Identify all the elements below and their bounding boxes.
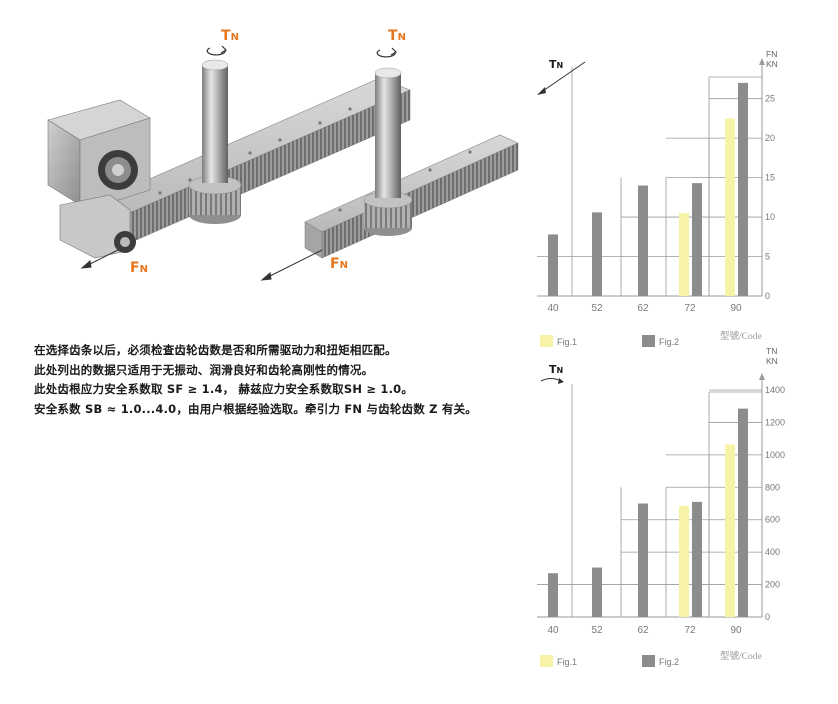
legend-swatch-fig2 — [642, 335, 655, 347]
bar-fig2-90 — [738, 408, 748, 617]
corner-torque-label: TN — [549, 363, 563, 376]
pinion-shaft-left — [188, 59, 242, 224]
y-tick-label: 15 — [765, 173, 775, 183]
gear-rack-illustration: TN TN FN FN — [47, 28, 519, 281]
torque-rotation-icon — [540, 377, 562, 382]
x-tick-label: 62 — [637, 303, 649, 314]
x-tick-label: 90 — [730, 625, 742, 636]
force-arrow-left — [80, 249, 119, 269]
legend-swatch-fig1 — [540, 335, 553, 347]
y-tick-label: 200 — [765, 580, 780, 590]
x-tick-label: 40 — [547, 303, 559, 314]
rack-right — [304, 134, 519, 259]
force-label-left: FN — [130, 260, 148, 276]
x-tick-label: 52 — [591, 303, 603, 314]
x-tick-label: 90 — [730, 303, 742, 314]
bar-fig2-72 — [692, 183, 702, 296]
bar-fig2-72 — [692, 501, 702, 617]
y-axis-arrow-icon — [759, 373, 765, 380]
legend-swatch-fig2 — [642, 655, 655, 667]
y-tick-label: 600 — [765, 515, 780, 525]
pinion-shaft-right — [363, 67, 413, 236]
x-axis-label: 型號/Code — [720, 330, 762, 342]
unit-label-top: TN — [766, 346, 777, 356]
torque-label-left: TN — [221, 28, 239, 44]
bar-fig1-90 — [725, 118, 735, 297]
unit-label-top: FN — [766, 49, 777, 59]
y-tick-label: 0 — [765, 612, 770, 622]
y-axis-arrow-icon — [759, 58, 765, 65]
corner-torque-label: TN — [549, 58, 563, 71]
y-tick-label: 10 — [765, 212, 775, 222]
bar-fig2-52 — [592, 567, 602, 617]
bar-fig2-62 — [638, 503, 648, 617]
legend-label-fig2: Fig.2 — [659, 337, 679, 347]
legend-label-fig2: Fig.2 — [659, 657, 679, 667]
y-tick-label: 20 — [765, 133, 775, 143]
note-line-4: 安全系数 SB ≈ 1.0...4.0，由用户根据经验选取。牵引力 FN 与齿轮… — [34, 401, 477, 416]
torque-rotation-arrowhead-icon — [558, 378, 564, 384]
y-tick-label: 5 — [765, 252, 770, 262]
unit-label-bottom: KN — [766, 356, 778, 366]
bar-fig2-52 — [592, 212, 602, 296]
bar-fig2-40 — [548, 234, 558, 296]
x-tick-label: 52 — [591, 625, 603, 636]
y-tick-label: 25 — [765, 94, 775, 104]
y-tick-label: 1200 — [765, 417, 785, 427]
bar-fig1-72 — [679, 505, 689, 617]
torque-rotation-icon-left — [206, 45, 227, 56]
x-axis-label: 型號/Code — [720, 650, 762, 662]
note-line-2: 此处列出的数据只适用于无振动、润滑良好和齿轮高刚性的情况。 — [34, 362, 374, 377]
x-tick-label: 62 — [637, 625, 649, 636]
force-arrow-right — [260, 249, 323, 281]
x-tick-label: 72 — [684, 303, 696, 314]
legend-label-fig1: Fig.1 — [557, 337, 577, 347]
bar-fig2-40 — [548, 573, 558, 617]
x-tick-label: 72 — [684, 625, 696, 636]
note-line-1: 在选择齿条以后，必须检查齿轮齿数是否和所需驱动力和扭矩相匹配。 — [34, 343, 397, 357]
y-tick-label: 1000 — [765, 450, 785, 460]
unit-label-bottom: KN — [766, 59, 778, 69]
y-tick-label: 0 — [765, 291, 770, 301]
torque-label-right: TN — [388, 28, 406, 44]
bar-fig2-90 — [738, 82, 748, 297]
legend-swatch-fig1 — [540, 655, 553, 667]
bar-fig1-90 — [725, 444, 735, 617]
legend-label-fig1: Fig.1 — [557, 657, 577, 667]
y-tick-label: 400 — [765, 547, 780, 557]
selection-notes: 在选择齿条以后，必须检查齿轮齿数是否和所需驱动力和扭矩相匹配。 此处列出的数据只… — [34, 341, 534, 419]
x-tick-label: 40 — [547, 625, 559, 636]
torque-rotation-icon-right — [376, 47, 397, 58]
note-line-3: 此处齿根应力安全系数取 SF ≥ 1.4， 赫兹应力安全系数取SH ≥ 1.0。 — [34, 382, 414, 396]
torque-arrow-icon — [539, 61, 586, 94]
torque-arrowhead-icon — [537, 87, 546, 95]
y-tick-label: 800 — [765, 482, 780, 492]
bar-fig1-72 — [679, 213, 689, 296]
y-tick-label: 1400 — [765, 385, 785, 395]
force-label-right: FN — [330, 256, 348, 272]
bar-fig2-62 — [638, 185, 648, 296]
gearbox-housing — [47, 99, 151, 259]
